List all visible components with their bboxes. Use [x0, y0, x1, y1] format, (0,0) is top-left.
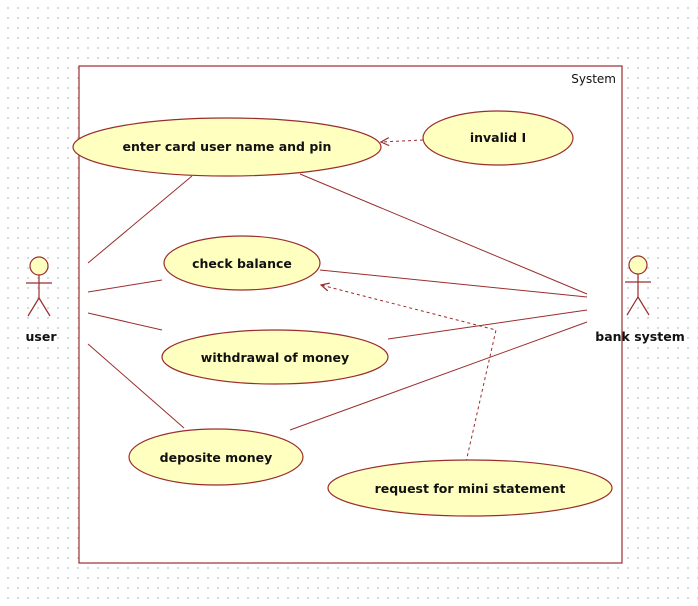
association-user-deposit[interactable]: [87, 343, 185, 429]
dependencies: [321, 140, 497, 463]
actor-user-label: user: [26, 329, 58, 344]
association-user-check-balance[interactable]: [87, 279, 163, 293]
association-bank-withdrawal[interactable]: [387, 309, 588, 340]
actor-bank-system-figure: [625, 255, 651, 316]
use-case-deposit[interactable]: deposite money: [128, 428, 304, 486]
use-case-enter-card[interactable]: enter card user name and pin: [72, 117, 382, 177]
actor-bank-system-label: bank system: [595, 329, 684, 344]
use-case-deposit-label: deposite money: [160, 450, 273, 465]
association-bank-deposit[interactable]: [289, 321, 588, 431]
use-case-check-balance[interactable]: check balance: [163, 235, 321, 291]
use-case-invalid[interactable]: invalid I: [422, 110, 574, 166]
association-user-enter-card[interactable]: [87, 175, 193, 264]
use-case-invalid-label: invalid I: [470, 130, 526, 145]
use-case-mini-statement[interactable]: request for mini statement: [327, 459, 613, 517]
actor-user-figure: [26, 256, 52, 317]
actor-user[interactable]: user: [26, 256, 58, 344]
association-user-withdrawal[interactable]: [87, 312, 163, 331]
dependency-invalid-to-enter-card[interactable]: [381, 140, 424, 142]
use-case-check-balance-label: check balance: [192, 256, 292, 271]
association-bank-check-balance[interactable]: [319, 269, 588, 298]
use-case-mini-statement-label: request for mini statement: [375, 481, 566, 496]
user-associations: [87, 175, 193, 429]
use-case-enter-card-label: enter card user name and pin: [123, 139, 332, 154]
actor-bank-system[interactable]: bank system: [595, 255, 685, 344]
bank-associations: [289, 173, 588, 431]
use-case-withdrawal[interactable]: withdrawal of money: [161, 329, 389, 385]
system-label: System: [571, 72, 616, 86]
use-case-withdrawal-label: withdrawal of money: [201, 350, 349, 365]
association-bank-enter-card[interactable]: [299, 173, 588, 295]
